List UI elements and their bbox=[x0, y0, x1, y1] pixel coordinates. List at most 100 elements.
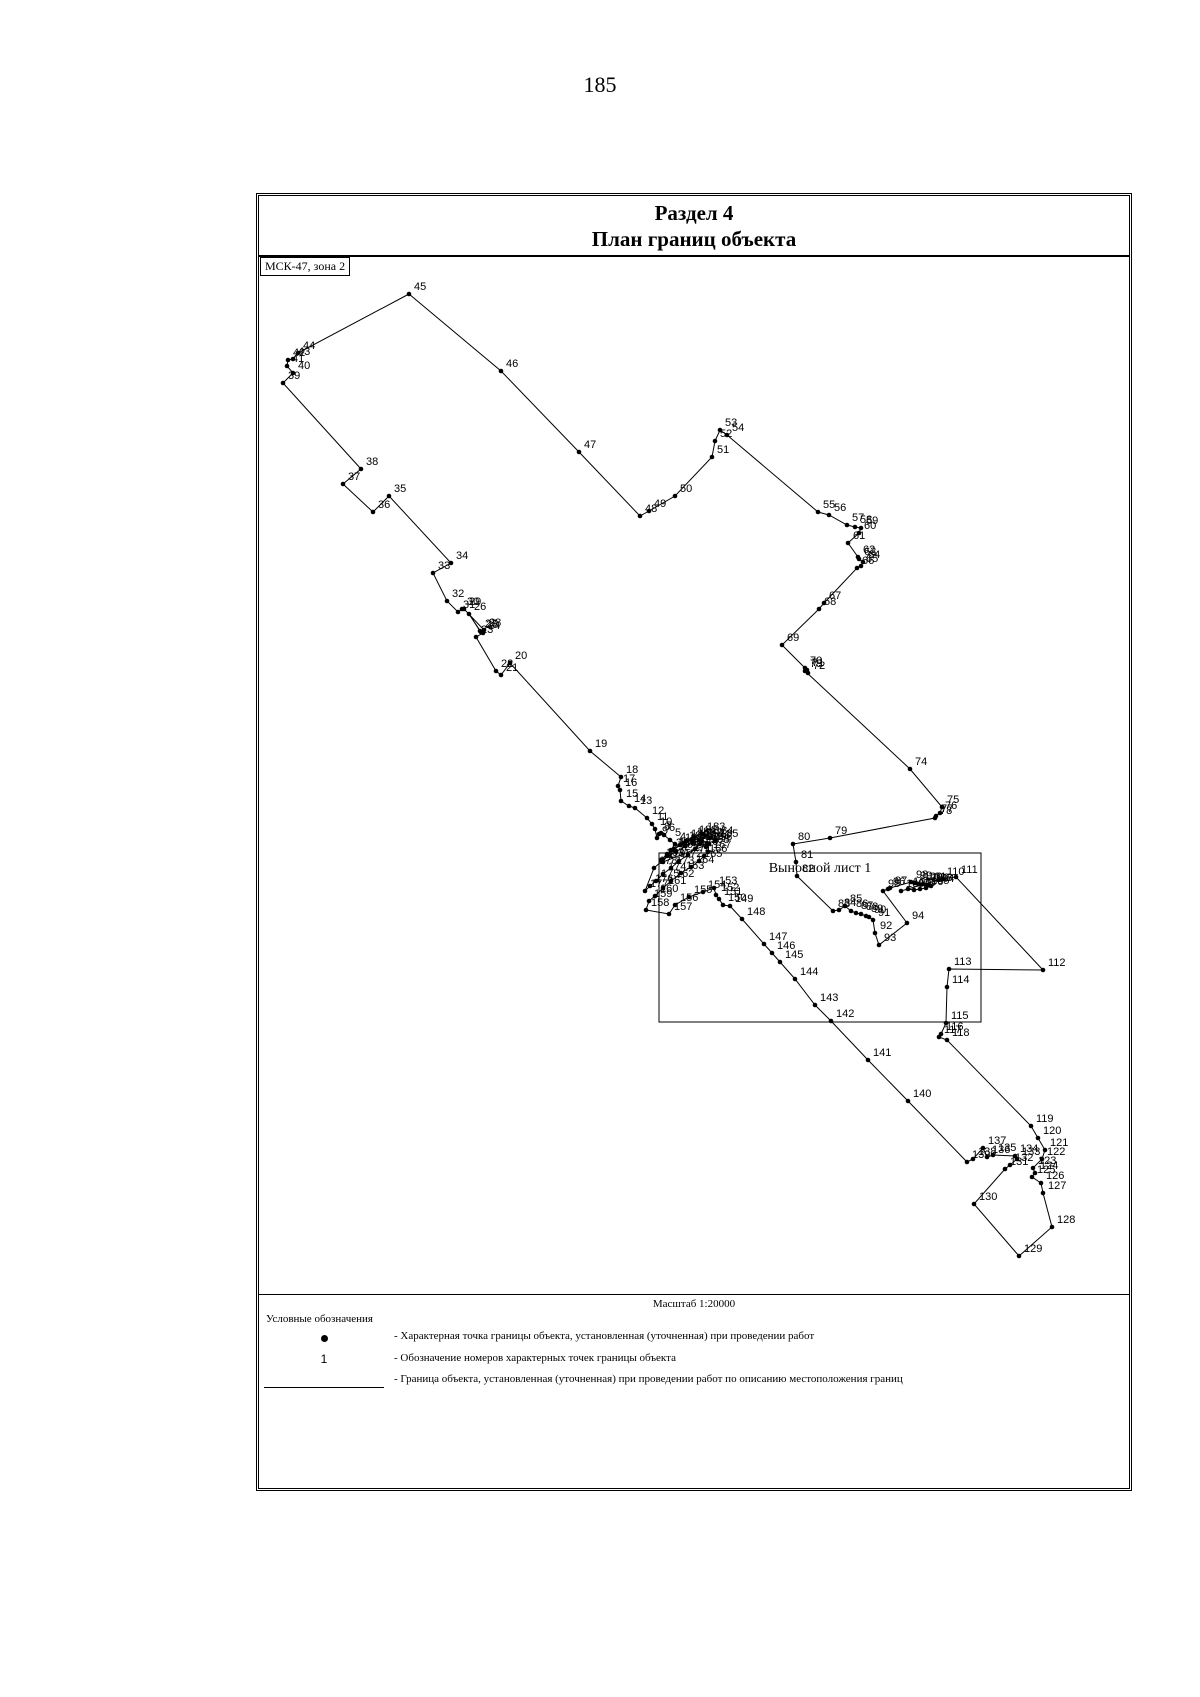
point-number-107: 107 bbox=[919, 877, 937, 889]
point-number-151: 151 bbox=[724, 886, 742, 898]
point-number-70: 70 bbox=[810, 655, 822, 667]
point-number-82: 82 bbox=[802, 863, 814, 875]
point-number-9: 9 bbox=[662, 825, 668, 837]
boundary-point-168 bbox=[703, 844, 709, 850]
point-number-25: 25 bbox=[486, 619, 498, 631]
boundary-point-57 bbox=[844, 522, 850, 528]
point-number-81: 81 bbox=[801, 849, 813, 861]
boundary-point-122 bbox=[1039, 1156, 1045, 1162]
boundary-point-185 bbox=[712, 838, 718, 844]
boundary-point-75 bbox=[939, 804, 945, 810]
point-number-79: 79 bbox=[835, 825, 847, 837]
legend: Масштаб 1:20000 Условные обозначения - Х… bbox=[259, 1294, 1129, 1488]
boundary-point-114 bbox=[944, 984, 950, 990]
point-number-184: 184 bbox=[715, 825, 733, 837]
point-number-109: 109 bbox=[906, 878, 924, 890]
boundary-point-138 bbox=[970, 1156, 976, 1162]
point-number-53: 53 bbox=[725, 417, 737, 429]
point-number-45: 45 bbox=[414, 281, 426, 293]
boundary-point-184 bbox=[707, 835, 713, 841]
point-number-93: 93 bbox=[884, 932, 896, 944]
point-number-1: 1 bbox=[668, 849, 674, 861]
point-number-106: 106 bbox=[925, 876, 943, 888]
boundary-point-140 bbox=[905, 1098, 911, 1104]
point-number-190: 190 bbox=[685, 832, 703, 844]
boundary-point-61 bbox=[845, 540, 851, 546]
boundary-point-174 bbox=[660, 871, 666, 877]
point-number-32: 32 bbox=[452, 588, 464, 600]
point-number-150: 150 bbox=[728, 892, 746, 904]
boundary-point-127 bbox=[1040, 1190, 1046, 1196]
point-number-56: 56 bbox=[834, 502, 846, 514]
point-number-26: 26 bbox=[474, 601, 486, 613]
boundary-point-132 bbox=[1007, 1162, 1013, 1168]
point-number-3: 3 bbox=[676, 837, 682, 849]
point-number-167: 167 bbox=[713, 839, 731, 851]
boundary-point-81 bbox=[793, 859, 799, 865]
point-number-130: 130 bbox=[979, 1191, 997, 1203]
boundary-point-142 bbox=[828, 1018, 834, 1024]
boundary-point-147 bbox=[761, 941, 767, 947]
point-number-88: 88 bbox=[866, 901, 878, 913]
inset-label: Выносной лист 1 bbox=[769, 861, 872, 876]
point-number-29: 29 bbox=[469, 596, 481, 608]
boundary-point-130 bbox=[971, 1201, 977, 1207]
boundary-point-16 bbox=[617, 787, 623, 793]
boundary-point-105 bbox=[923, 885, 929, 891]
boundary-point-1 bbox=[660, 859, 666, 865]
point-number-104: 104 bbox=[936, 873, 954, 885]
point-number-98: 98 bbox=[916, 869, 928, 881]
boundary-line-icon bbox=[264, 1387, 384, 1388]
point-number-73: 73 bbox=[810, 658, 822, 670]
boundary-point-119 bbox=[1028, 1123, 1034, 1129]
boundary-point-135 bbox=[990, 1152, 996, 1158]
point-number-69: 69 bbox=[787, 632, 799, 644]
boundary-point-48 bbox=[637, 513, 643, 519]
point-number-38: 38 bbox=[366, 456, 378, 468]
boundary-point-176 bbox=[647, 883, 653, 889]
boundary-line bbox=[282, 293, 1053, 1257]
point-number-20: 20 bbox=[515, 650, 527, 662]
point-number-121: 121 bbox=[1050, 1137, 1068, 1149]
boundary-point-54 bbox=[724, 432, 730, 438]
boundary-point-44 bbox=[295, 350, 301, 356]
point-number-30: 30 bbox=[467, 596, 479, 608]
point-number-41: 41 bbox=[292, 353, 304, 365]
boundary-point-37 bbox=[340, 481, 346, 487]
point-number-21: 21 bbox=[506, 662, 518, 674]
boundary-point-85 bbox=[842, 903, 848, 909]
point-number-87: 87 bbox=[861, 900, 873, 912]
point-number-91: 91 bbox=[878, 907, 890, 919]
legend-line-symbol bbox=[259, 1379, 389, 1391]
boundary-point-63 bbox=[856, 556, 862, 562]
boundary-point-189 bbox=[683, 838, 689, 844]
point-number-146: 146 bbox=[777, 940, 795, 952]
boundary-point-108 bbox=[905, 886, 911, 892]
boundary-point-84 bbox=[836, 907, 842, 913]
boundary-point-52 bbox=[712, 438, 718, 444]
scale-label: Масштаб 1:20000 bbox=[652, 1298, 736, 1310]
boundary-point-60 bbox=[856, 530, 862, 536]
boundary-point-99 bbox=[912, 880, 918, 886]
point-number-132: 132 bbox=[1015, 1152, 1033, 1164]
boundary-point-134 bbox=[1012, 1153, 1018, 1159]
point-number-133: 133 bbox=[1022, 1146, 1040, 1158]
boundary-point-124 bbox=[1032, 1170, 1038, 1176]
boundary-point-86 bbox=[848, 908, 854, 914]
boundary-point-32 bbox=[444, 598, 450, 604]
legend-number-symbol: 1 bbox=[259, 1352, 389, 1366]
point-number-118: 118 bbox=[952, 1027, 970, 1039]
boundary-point-28 bbox=[481, 627, 487, 633]
boundary-point-113 bbox=[946, 966, 952, 972]
boundary-point-126 bbox=[1038, 1180, 1044, 1186]
boundary-point-136 bbox=[984, 1154, 990, 1160]
boundary-point-30 bbox=[459, 606, 465, 612]
point-number-62: 62 bbox=[863, 544, 875, 556]
boundary-point-157 bbox=[666, 911, 672, 917]
boundary-point-112 bbox=[1040, 967, 1046, 973]
boundary-point-148 bbox=[739, 916, 745, 922]
point-number-43: 43 bbox=[298, 346, 310, 358]
point-number-27: 27 bbox=[485, 618, 497, 630]
point-number-138: 138 bbox=[978, 1146, 996, 1158]
point-number-100: 100 bbox=[924, 871, 942, 883]
